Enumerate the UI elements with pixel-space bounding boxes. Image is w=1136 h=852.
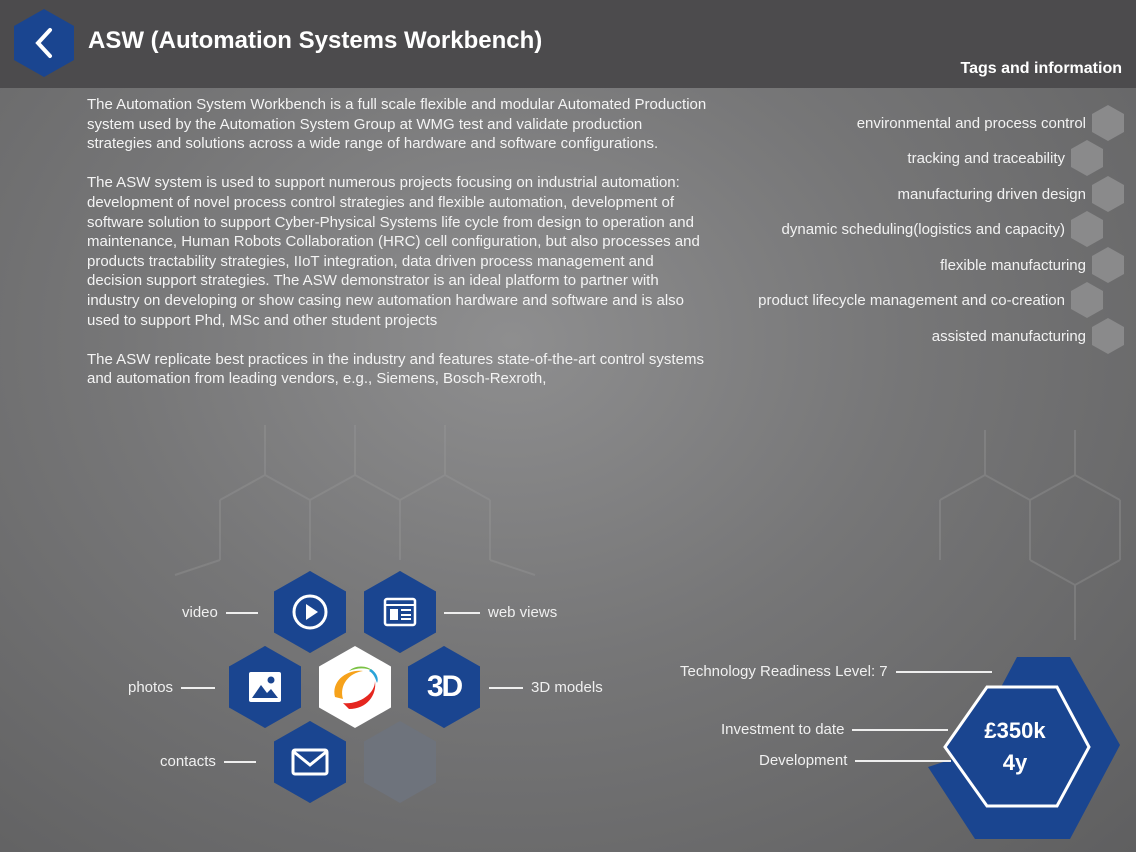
tag-label: assisted manufacturing [931,327,1086,345]
info-hex-graphic [928,657,1120,839]
tags-heading: Tags and information [960,60,1122,77]
description-text[interactable]: The Automation System Workbench is a ful… [87,95,709,425]
3d-models-button[interactable]: 3D [408,646,480,728]
tag-label: product lifecycle management and co-crea… [758,291,1065,309]
envelope-icon [291,748,329,776]
tag-item[interactable]: assisted manufacturing [932,318,1124,354]
tag-hex-icon [1071,211,1103,247]
tag-hex-icon [1092,318,1124,354]
description-paragraph: The Automation System Workbench is a ful… [87,96,707,153]
tag-label: flexible manufacturing [940,256,1086,274]
photos-label: photos [128,679,216,696]
logo-swirl-icon [334,666,378,709]
3d-icon: 3D [426,670,463,703]
tag-item[interactable]: product lifecycle management and co-crea… [758,282,1103,318]
app-logo [319,646,391,728]
web-views-button[interactable] [364,571,436,653]
description-paragraph: The ASW replicate best practices in the … [87,350,704,388]
tag-item[interactable]: environmental and process control [857,105,1124,141]
tag-label: manufacturing driven design [897,185,1086,203]
3d-models-label: 3D models [489,679,603,696]
tag-item[interactable]: dynamic scheduling(logistics and capacit… [782,211,1103,247]
photos-button[interactable] [229,646,301,728]
tag-label: environmental and process control [856,114,1086,132]
development-value: 4y [1002,750,1028,775]
browser-window-icon [383,597,417,627]
empty-hex-slot [364,721,436,803]
tag-label: dynamic scheduling(logistics and capacit… [781,220,1065,238]
back-button[interactable] [14,9,74,77]
header-bar [0,0,1136,88]
development-label: Development [759,752,952,769]
tag-hex-icon [1092,247,1124,283]
tag-item[interactable]: manufacturing driven design [898,176,1124,212]
web-views-label: web views [444,604,557,621]
tag-hex-icon [1071,282,1103,318]
chevron-left-icon [35,28,52,58]
tag-label: tracking and traceability [907,149,1065,167]
investment-label: Investment to date [721,721,949,738]
tag-hex-icon [1071,140,1103,176]
description-paragraph: The ASW system is used to support numero… [87,174,700,329]
contacts-button[interactable] [274,721,346,803]
tag-item[interactable]: tracking and traceability [907,140,1103,176]
video-button[interactable] [274,571,346,653]
trl-label: Technology Readiness Level: 7 [680,663,992,680]
tag-hex-icon [1092,176,1124,212]
contacts-label: contacts [160,753,256,770]
image-icon [249,672,281,702]
play-icon [292,594,328,630]
tag-item[interactable]: flexible manufacturing [940,247,1124,283]
investment-value: £350k [984,718,1046,743]
tag-hex-icon [1092,105,1124,141]
video-label: video [182,604,258,621]
page-title: ASW (Automation Systems Workbench) [88,27,543,54]
